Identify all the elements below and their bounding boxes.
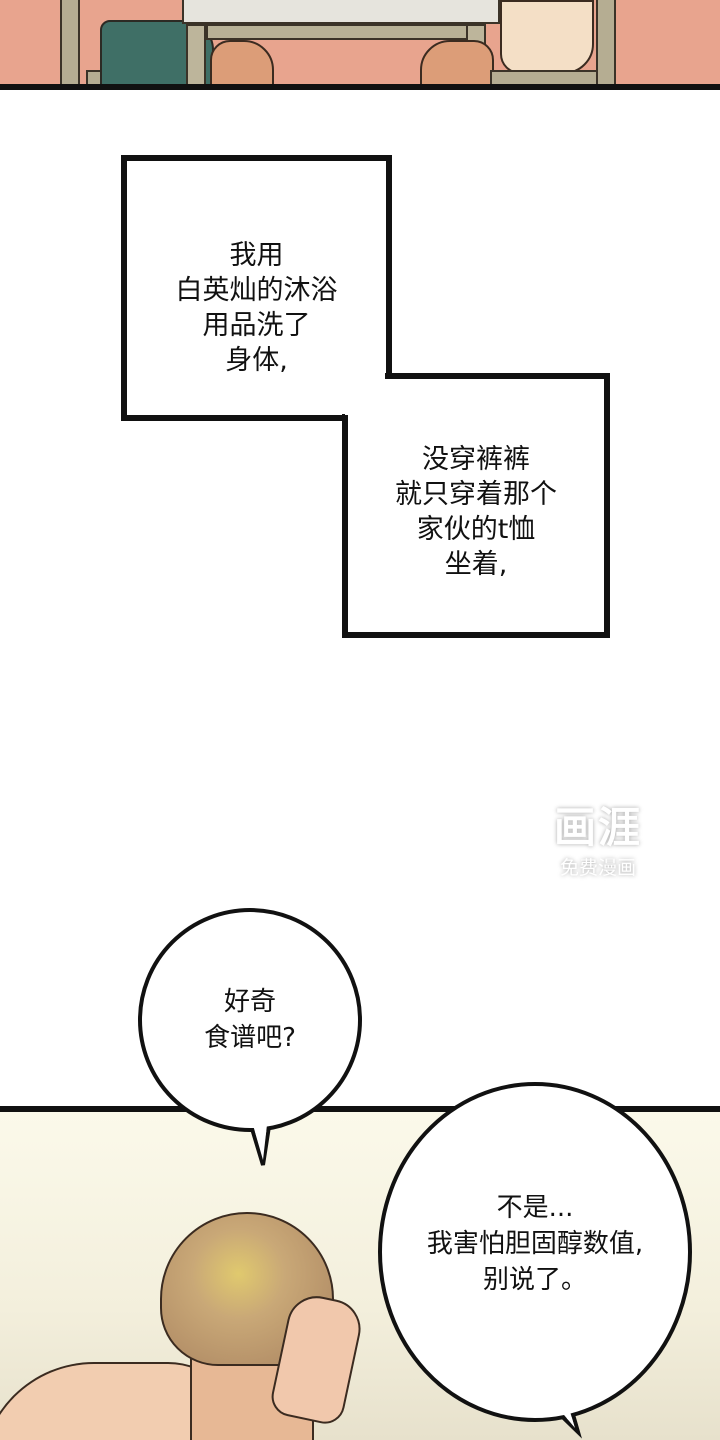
- watermark: 画涯 免费漫画: [536, 800, 660, 880]
- chair-right-back: [596, 0, 616, 86]
- character-towel: [500, 0, 594, 74]
- caption-1-text: 我用 白英灿的沐浴 用品洗了 身体,: [175, 240, 338, 376]
- character-leg-right: [420, 40, 494, 86]
- top-panel: [0, 0, 720, 86]
- speech-bubble-1: [138, 908, 362, 1166]
- chair-left-back: [60, 0, 80, 86]
- watermark-logo: 画涯: [553, 803, 642, 852]
- speech-bubble-1-text: 好奇 食谱吧?: [204, 987, 296, 1053]
- speech-bubble-2: [378, 1082, 692, 1439]
- panel-divider-top: [0, 84, 720, 90]
- watermark-subtitle: 免费漫画: [559, 857, 636, 879]
- caption-2-text: 没穿裤裤 就只穿着那个 家伙的t恤 坐着,: [395, 444, 557, 580]
- table-leg-left: [186, 24, 206, 86]
- speech-bubble-2-text: 不是... 我害怕胆固醇数值, 别说了。: [426, 1193, 644, 1295]
- character-leg-left: [210, 40, 274, 86]
- panel-divider-bottom: [0, 1106, 720, 1112]
- table-top: [182, 0, 500, 24]
